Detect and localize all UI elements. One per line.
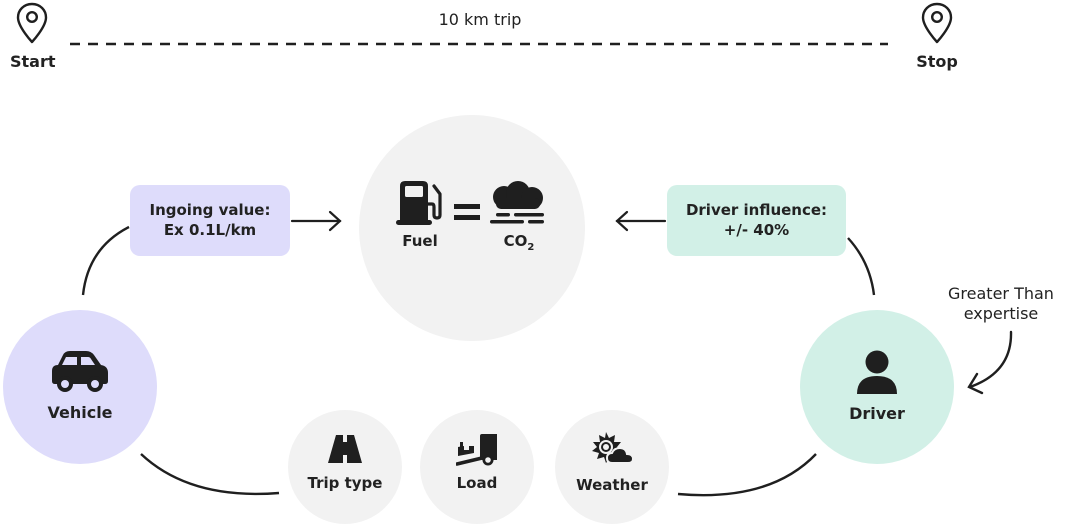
driver-influence-box: Driver influence: +/- 40%: [667, 185, 846, 256]
expertise-note-line1: Greater Than: [948, 284, 1054, 303]
driver-circle: Driver: [800, 310, 954, 464]
map-pin-icon: [921, 2, 953, 44]
vehicle-label: Vehicle: [47, 403, 113, 423]
co2-subscript: 2: [527, 242, 535, 253]
fuel-label: Fuel: [402, 232, 438, 250]
expertise-note-line2: expertise: [963, 304, 1039, 323]
vehicle-circle: Vehicle: [3, 310, 157, 464]
curve-vehicle-to-ingoing: [81, 225, 130, 296]
curve-driver-box-to-driver: [847, 237, 876, 296]
stop-marker: Stop: [915, 2, 959, 71]
arrow-ingoing-to-fuel: [290, 210, 342, 232]
factor-load: Load: [420, 410, 534, 524]
factor-trip-type-label: Trip type: [307, 474, 383, 492]
road-icon: [328, 435, 362, 463]
ingoing-value-title: Ingoing value:: [149, 201, 271, 219]
factor-weather-label: Weather: [576, 476, 648, 494]
trip-distance-label: 10 km trip: [438, 10, 522, 29]
person-icon: [857, 350, 897, 395]
factor-weather: Weather: [555, 410, 669, 524]
driver-influence-value: +/- 40%: [723, 220, 790, 239]
ingoing-value-example: Ex 0.1L/km: [163, 220, 257, 239]
car-icon: [52, 351, 108, 393]
co2-label: CO2: [504, 232, 535, 254]
sun-cloud-icon: [592, 432, 634, 464]
factor-load-label: Load: [456, 474, 498, 492]
driver-influence-title: Driver influence:: [685, 201, 828, 219]
equals-icon: [454, 204, 480, 220]
start-marker: Start: [10, 2, 56, 71]
smog-cloud-icon: [490, 181, 544, 224]
hand-truck-icon: [456, 434, 497, 466]
curve-vehicle-to-trip-type: [140, 453, 280, 496]
stop-label: Stop: [916, 52, 958, 71]
co2-text: CO: [503, 232, 528, 250]
expertise-note: Greater Than expertise: [930, 284, 1072, 324]
start-label: Start: [10, 52, 56, 71]
factor-trip-type: Trip type: [288, 410, 402, 524]
driver-label: Driver: [849, 404, 905, 424]
map-pin-icon: [16, 2, 48, 44]
fuel-pump-icon: [396, 181, 442, 225]
fuel-co2-circle: Fuel CO2: [359, 115, 585, 341]
curve-weather-to-driver: [677, 453, 817, 497]
ingoing-value-box: Ingoing value: Ex 0.1L/km: [130, 185, 290, 256]
arrow-driver-to-fuel: [615, 210, 667, 232]
arrow-expertise-to-driver: [967, 330, 1013, 395]
